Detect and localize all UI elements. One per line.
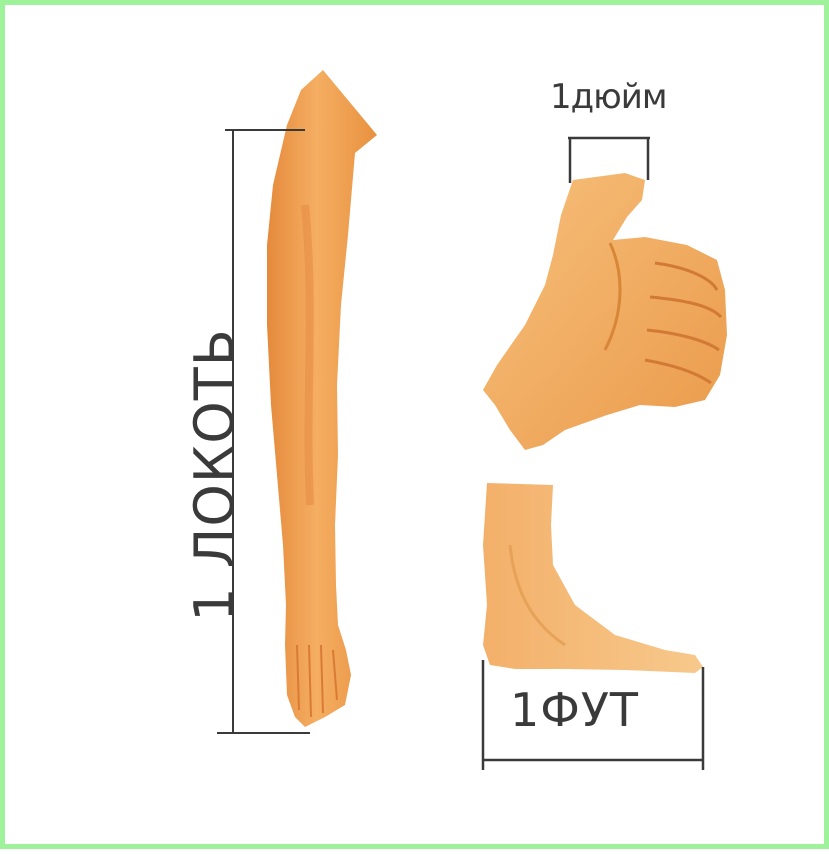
forearm-shape — [267, 70, 377, 727]
foot — [483, 483, 703, 673]
thumb-hand — [483, 173, 727, 450]
inch-label: 1дюйм — [550, 77, 667, 117]
forearm-shading — [305, 205, 310, 505]
body-measures-illustration — [5, 5, 829, 854]
hand-shape — [483, 173, 727, 450]
forearm — [267, 70, 377, 727]
elbow-label: 1 ЛОКОТЬ — [185, 265, 245, 685]
foot-label: 1ФУТ — [510, 683, 639, 737]
